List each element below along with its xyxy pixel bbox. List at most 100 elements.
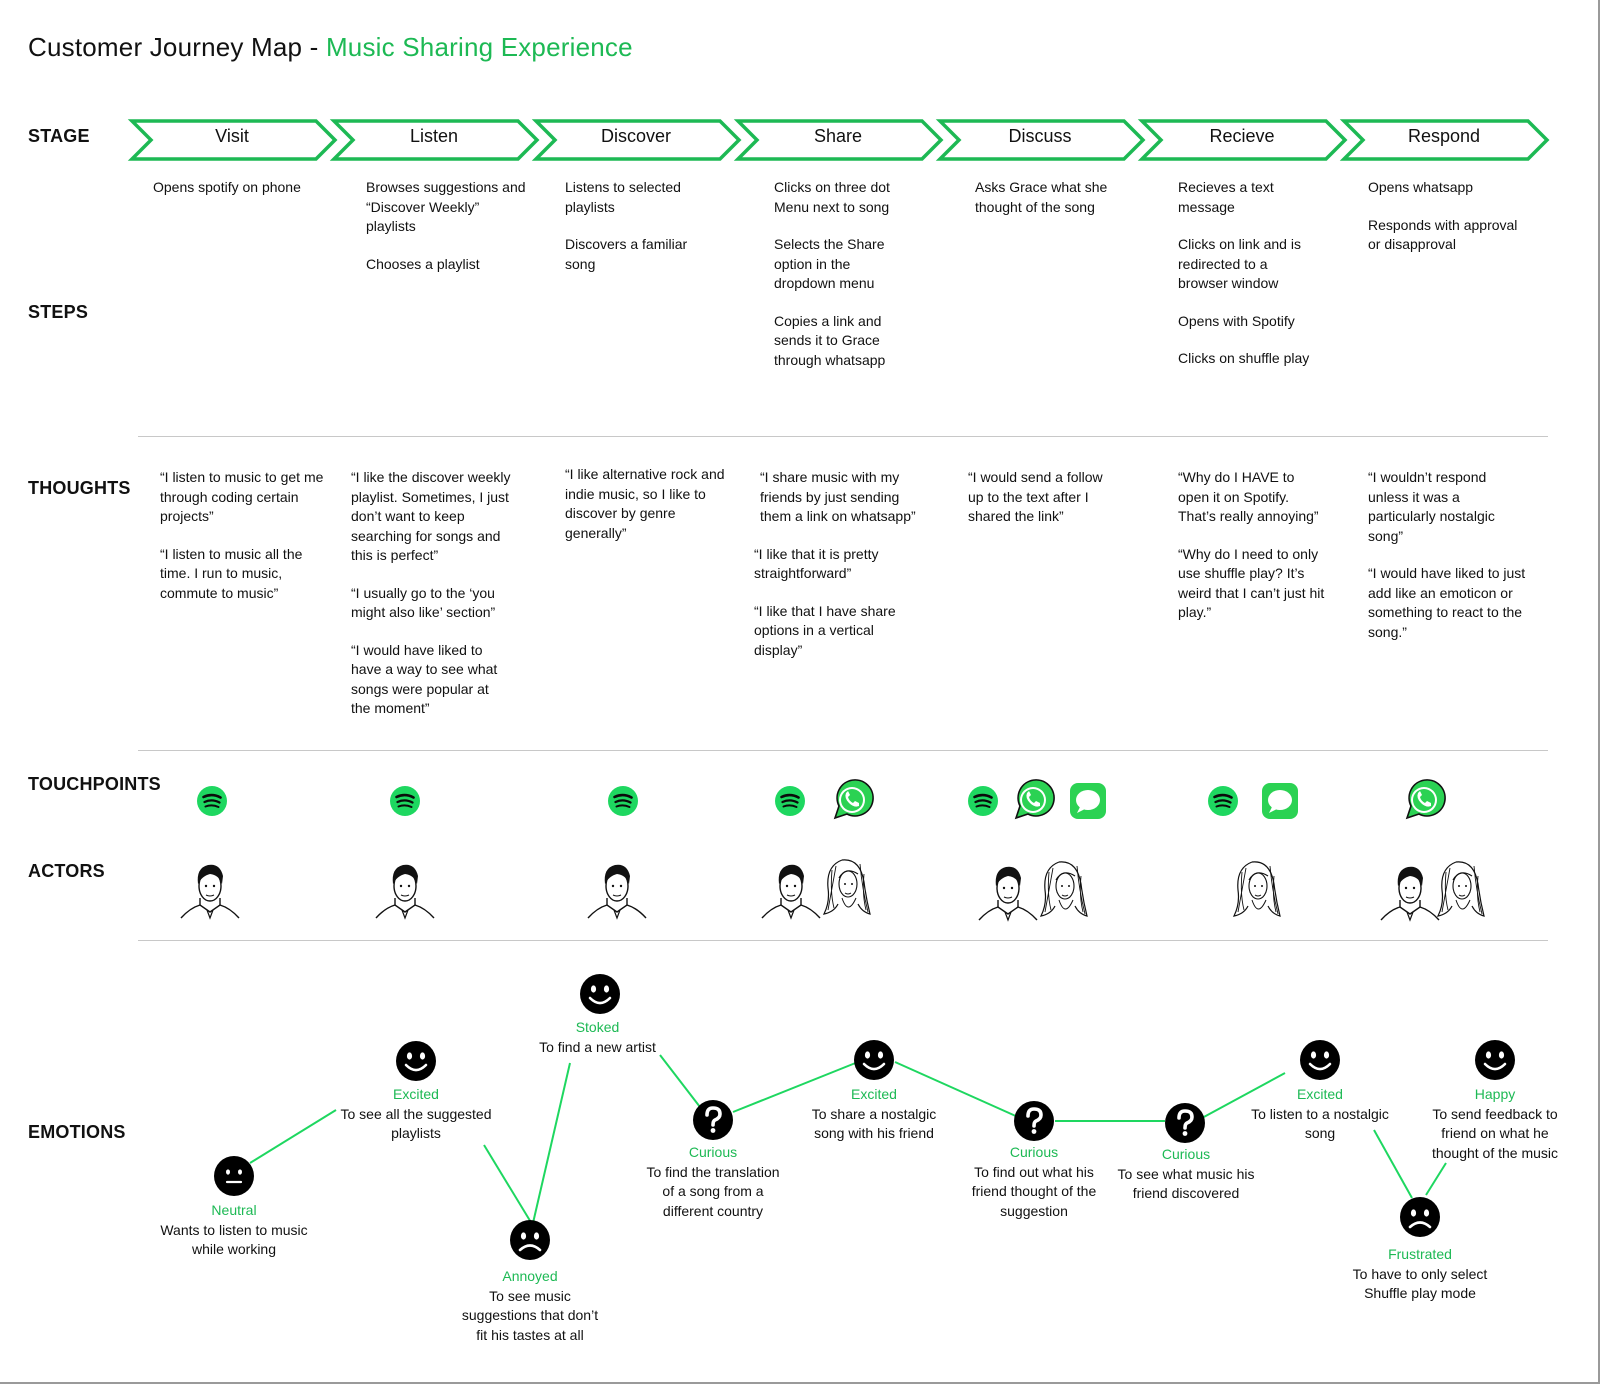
stage-chevron-discuss <box>935 119 1146 161</box>
stage-label-visit: Visit <box>215 126 249 146</box>
thought-item: “I usually go to the ‘you might also lik… <box>351 584 496 621</box>
actor-listen-man-avatar <box>375 864 435 919</box>
actor-discuss-man-avatar <box>978 866 1038 921</box>
thoughts-discover: “I like alternative rock and indie music… <box>565 465 725 561</box>
stage-chevron-visit <box>127 119 338 161</box>
emotion-mood: Excited <box>393 1086 439 1102</box>
emotion-description: To send feedback to friend on what he th… <box>1431 1105 1559 1161</box>
thoughts-discuss: “I would send a follow up to the text af… <box>968 468 1118 545</box>
emotion-happy-face-icon <box>1473 1038 1517 1082</box>
emotion-mood: Frustrated <box>1388 1246 1452 1262</box>
stage-chevron-recieve <box>1137 119 1348 161</box>
step-item: Chooses a playlist <box>366 255 480 272</box>
thought-item: “I would send a follow up to the text af… <box>968 469 1103 524</box>
emotion-label-curious: Curious To find out what his friend thou… <box>964 1143 1104 1221</box>
step-item: Listens to selected playlists <box>565 179 681 215</box>
stage-label-recieve: Recieve <box>1209 126 1275 146</box>
page-title: Customer Journey Map - Music Sharing Exp… <box>28 32 633 63</box>
steps-discover: Listens to selected playlists Discovers … <box>565 178 705 292</box>
row-label-actors: ACTORS <box>28 861 105 881</box>
divider-thoughts-touchpoints <box>138 750 1548 751</box>
steps-share: Clicks on three dot Menu next to song Se… <box>774 178 904 388</box>
row-label-touchpoints: TOUCHPOINTS <box>28 774 161 794</box>
stage-label-discover: Discover <box>600 126 671 146</box>
emotion-description: Wants to listen to music while working <box>160 1221 308 1258</box>
thoughts-respond: “I wouldn’t respond unless it was a part… <box>1368 468 1528 660</box>
emotion-description: To share a nostalgic song with his frien… <box>811 1105 937 1142</box>
thought-item: “I like that it is pretty straightforwar… <box>754 545 879 582</box>
emotion-mood: Excited <box>851 1086 897 1102</box>
touchpoint-recieve-spotify-icon <box>1206 784 1240 818</box>
stage-label-discuss: Discuss <box>1008 126 1072 146</box>
emotion-curious-face-icon <box>691 1098 735 1142</box>
emotion-mood: Curious <box>688 1144 738 1160</box>
touchpoint-discuss-messages-icon <box>1070 783 1106 819</box>
thought-item: “I listen to music all the time. I run t… <box>160 545 303 601</box>
touchpoint-discover-spotify-icon <box>606 784 640 818</box>
emotion-label-happy: Happy To send feedback to friend on what… <box>1425 1085 1565 1163</box>
row-label-thoughts: THOUGHTS <box>28 478 131 498</box>
step-item: Clicks on shuffle play <box>1178 350 1310 366</box>
emotion-label-excited: Excited To listen to a nostalgic song <box>1250 1085 1390 1144</box>
touchpoint-recieve-messages-icon <box>1262 783 1298 819</box>
step-item: Opens whatsapp <box>1368 179 1474 195</box>
thought-item: “I like that I have share options in a v… <box>754 602 896 658</box>
touchpoint-discuss-whatsapp-icon <box>1015 779 1055 819</box>
thought-item: “I listen to music to get me through cod… <box>160 469 324 524</box>
emotion-stoked-face-icon <box>578 972 622 1016</box>
emotion-mood: Excited <box>1297 1086 1343 1102</box>
emotion-description: To find a new artist <box>539 1038 656 1055</box>
emotion-mood: Annoyed <box>502 1268 558 1284</box>
actor-respond-woman-avatar <box>1437 861 1485 917</box>
steps-respond: Opens whatsapp Responds with approval or… <box>1368 178 1528 273</box>
step-item: Recieves a text message <box>1178 179 1274 215</box>
emotion-neutral-face-icon <box>212 1154 256 1198</box>
actor-respond-man-avatar <box>1380 866 1440 921</box>
actor-discuss-woman-avatar <box>1040 861 1088 917</box>
emotion-label-annoyed: Annoyed To see music suggestions that do… <box>455 1267 605 1345</box>
divider-steps-thoughts <box>138 436 1548 437</box>
thoughts-visit: “I listen to music to get me through cod… <box>160 468 332 621</box>
steps-visit: Opens spotify on phone <box>153 178 328 216</box>
row-label-steps: STEPS <box>28 302 89 322</box>
stage-chevron-discover <box>531 119 742 161</box>
stage-chevron-share <box>733 119 944 161</box>
step-item: Clicks on three dot Menu next to song <box>774 179 890 215</box>
stage-label-respond: Respond <box>1407 126 1481 146</box>
emotion-curious-face-icon <box>1012 1099 1056 1143</box>
row-label-emotions: EMOTIONS <box>28 1122 126 1142</box>
thought-item: “I like alternative rock and indie music… <box>565 466 725 541</box>
title-highlight: Music Sharing Experience <box>325 32 633 62</box>
stage-chevron-listen <box>329 119 540 161</box>
stage-chevrons <box>127 119 1550 161</box>
emotion-mood: Curious <box>1161 1146 1211 1162</box>
touchpoint-visit-spotify-icon <box>195 784 229 818</box>
stage-chevron-respond <box>1339 119 1550 161</box>
thought-item: “Why do I need to only use shuffle play?… <box>1178 545 1325 621</box>
step-item: Selects the Share option in the dropdown… <box>774 236 885 291</box>
emotion-curious-face-icon <box>1163 1101 1207 1145</box>
emotion-label-excited: Excited To share a nostalgic song with h… <box>806 1085 942 1144</box>
actor-discover-man-avatar <box>587 864 647 919</box>
step-item: Opens spotify on phone <box>153 179 301 195</box>
emotion-label-neutral: Neutral Wants to listen to music while w… <box>149 1201 319 1260</box>
emotion-label-curious: Curious To see what music his friend dis… <box>1116 1145 1256 1204</box>
stage-label-share: Share <box>813 126 863 146</box>
emotion-description: To see what music his friend discovered <box>1117 1165 1255 1202</box>
emotion-description: To see music suggestions that don’t fit … <box>461 1287 599 1343</box>
step-item: Opens with Spotify <box>1178 312 1295 329</box>
actor-share-woman-avatar <box>823 859 871 915</box>
thought-item: “I would have liked to have a way to see… <box>351 641 498 717</box>
emotion-description: To listen to a nostalgic song <box>1251 1105 1389 1142</box>
emotion-annoyed-face-icon <box>508 1218 552 1262</box>
emotion-description: To see all the suggested playlists <box>340 1105 492 1142</box>
thought-item: “I like the discover weekly playlist. So… <box>351 469 511 563</box>
step-item: Asks Grace what she thought of the song <box>975 179 1108 215</box>
emotion-label-stoked: Stoked To find a new artist <box>520 1018 675 1057</box>
emotion-label-excited: Excited To see all the suggested playlis… <box>335 1085 497 1144</box>
thought-item: “I share music with my friends by just s… <box>760 469 916 524</box>
actor-recieve-woman-avatar <box>1233 861 1281 917</box>
steps-discuss: Asks Grace what she thought of the song <box>975 178 1115 235</box>
